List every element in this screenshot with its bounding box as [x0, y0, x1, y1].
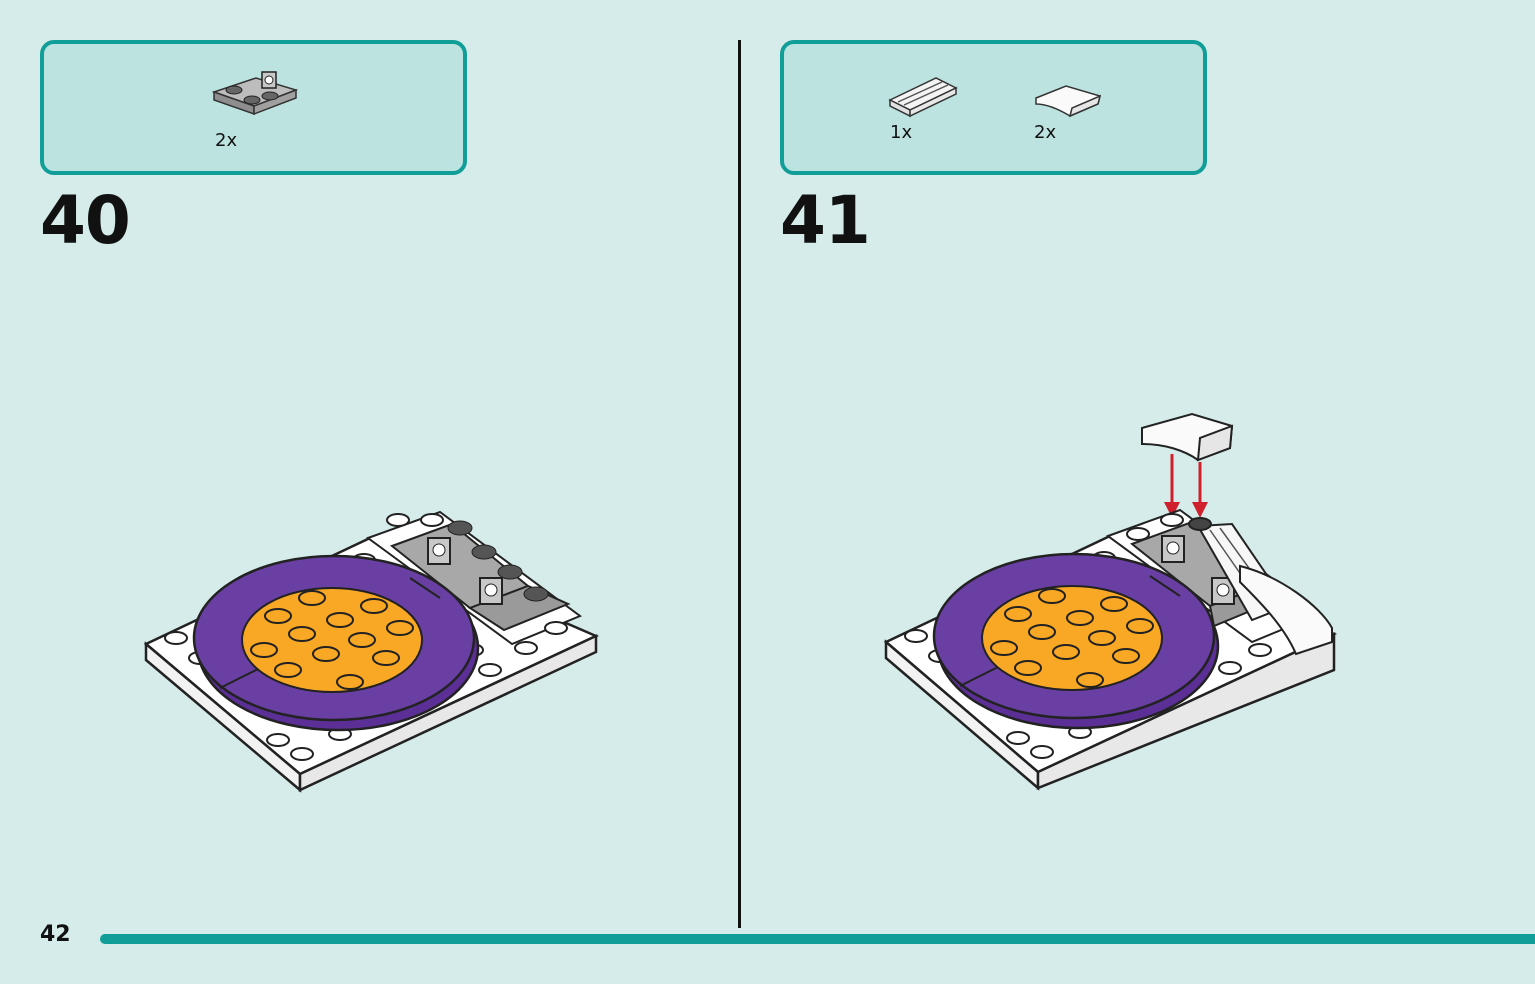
build-illustration-step-41 [880, 406, 1340, 800]
parts-box-step-41: 1x 2x [780, 40, 1207, 175]
page-number: 42 [40, 922, 71, 947]
white-grille-tile-icon [888, 74, 958, 118]
parts-box-step-40: 2x [40, 40, 467, 175]
build-illustration-step-40 [140, 508, 600, 797]
part-quantity: 2x [1034, 122, 1057, 143]
step-divider [738, 40, 741, 928]
part-quantity: 1x [890, 122, 913, 143]
step-number: 40 [40, 182, 131, 259]
part-quantity: 2x [215, 130, 238, 151]
white-curved-slope-icon [1032, 80, 1104, 120]
gray-hinge-plate-icon [212, 70, 298, 124]
progress-bar [100, 934, 1535, 944]
progress-bar-fill [100, 934, 1535, 944]
step-number: 41 [780, 182, 871, 259]
